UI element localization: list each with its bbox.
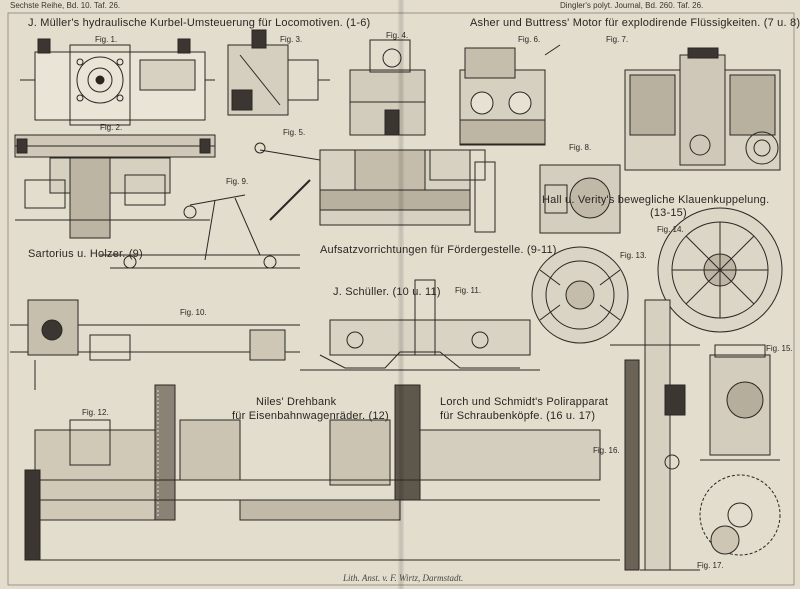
title-sartorius-text: Sartorius u. Holzer. (28, 248, 126, 260)
title-aufsatz-ref: (9-11) (526, 244, 557, 256)
title-schueller-ref: (10 u. 11) (392, 286, 441, 298)
title-hall-text: Hall u. Verity's bewegliche Klauenkuppel… (542, 194, 770, 206)
fig6-drawing (459, 44, 561, 146)
page-fold (398, 0, 404, 589)
fig1-drawing (20, 38, 215, 126)
fig-16-label: Fig. 16. (593, 446, 620, 455)
lithographer-imprint: Lith. Anst. v. F. Wirtz, Darmstadt. (343, 573, 464, 583)
title-lorch: für Schraubenköpfe. (16 u. 17) (440, 411, 595, 422)
fig16-drawing (610, 299, 700, 571)
title-asher-text: Asher und Buttress' Motor für explodiren… (470, 17, 761, 29)
title-asher-ref: (7 u. 8) (763, 17, 800, 29)
fig11-drawing (300, 279, 540, 371)
title-sartorius: Sartorius u. Holzer. (9) (28, 249, 143, 260)
fig-3-label: Fig. 3. (280, 35, 303, 44)
fig2-drawing (14, 134, 216, 239)
fig13-drawing (531, 246, 629, 344)
title-lorch-2: für Schraubenköpfe. (440, 410, 543, 422)
fig-17-label: Fig. 17. (697, 561, 724, 570)
fig-6-label: Fig. 6. (518, 35, 541, 44)
fig8-drawing (539, 164, 621, 234)
title-niles-2: für Eisenbahnwagenräder. (232, 410, 366, 422)
fig-10-label: Fig. 10. (180, 308, 207, 317)
journal-header: Dingler's polyt. Journal, Bd. 260. Taf. … (560, 1, 704, 10)
series-header: Sechste Reihe, Bd. 10. Taf. 26. (10, 1, 121, 10)
fig-5-label: Fig. 5. (283, 128, 306, 137)
fig3-drawing (227, 29, 330, 116)
fig-9-label: Fig. 9. (226, 177, 249, 186)
fig9-drawing (100, 194, 300, 269)
fig-1-label: Fig. 1. (95, 35, 118, 44)
title-lorch-1: Lorch und Schmidt's Polirapparat (440, 396, 609, 408)
fig14-drawing (657, 207, 783, 333)
title-mueller: J. Müller's hydraulische Kurbel-Umsteuer… (28, 18, 370, 29)
fig-11-label: Fig. 11. (455, 286, 482, 295)
title-schueller-text: J. Schüller. (333, 286, 390, 298)
title-sartorius-ref: (9) (128, 248, 143, 260)
title-aufsatz-text: Aufsatzvorrichtungen für Fördergestelle. (320, 244, 524, 256)
fig12-drawing (24, 384, 620, 561)
title-mueller-text: J. Müller's hydraulische Kurbel-Umsteuer… (28, 17, 343, 29)
fig7-drawing (624, 47, 781, 171)
title-niles: für Eisenbahnwagenräder. (12) (232, 411, 389, 422)
fig17-drawing (699, 474, 781, 556)
title-aufsatz: Aufsatzvorrichtungen für Fördergestelle.… (320, 245, 557, 256)
title-lorch-ref: (16 u. 17) (546, 410, 596, 422)
fig-13-label: Fig. 13. (620, 251, 647, 260)
fig10-drawing (10, 299, 300, 390)
fig-14-label: Fig. 14. (657, 225, 684, 234)
fig-4-label: Fig. 4. (386, 31, 409, 40)
fig4-drawing (349, 39, 426, 136)
title-mueller-ref: (1-6) (346, 17, 371, 29)
fig-8-label: Fig. 8. (569, 143, 592, 152)
fig-15-label: Fig. 15. (766, 344, 793, 353)
title-schueller: J. Schüller. (10 u. 11) (333, 287, 441, 298)
fig-12-label: Fig. 12. (82, 408, 109, 417)
title-niles-ref: (12) (368, 410, 389, 422)
title-niles-1: Niles' Drehbank (256, 396, 337, 408)
fig-2-label: Fig. 2. (100, 123, 123, 132)
title-hall: Hall u. Verity's bewegliche Klauenkuppel… (542, 195, 769, 206)
fig-7-label: Fig. 7. (606, 35, 629, 44)
title-hall-ref: (13-15) (650, 207, 687, 219)
fig5-drawing (254, 142, 496, 233)
title-asher: Asher und Buttress' Motor für explodiren… (470, 18, 800, 29)
fig15-drawing (700, 344, 780, 461)
